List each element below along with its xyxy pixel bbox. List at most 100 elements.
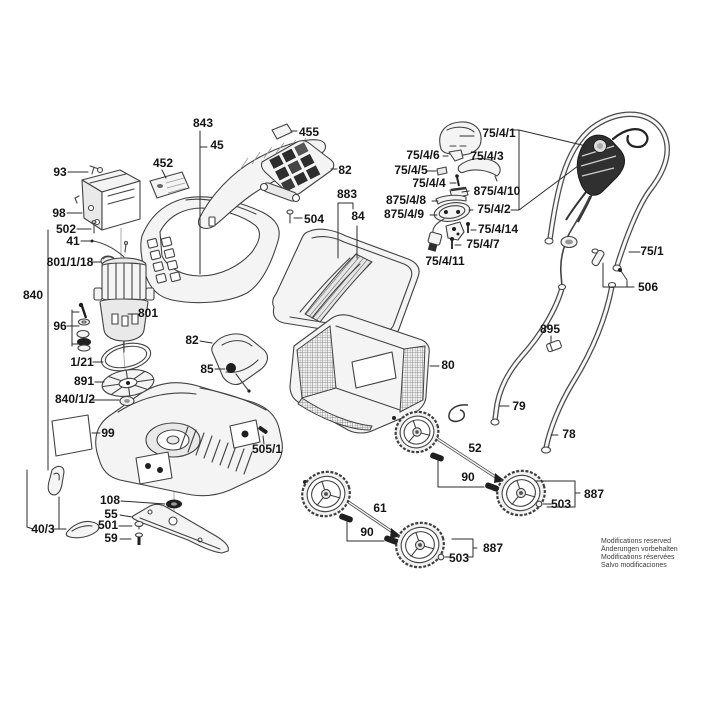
footer-line-4: Salvo modificaciones [601, 562, 667, 569]
switch-cover-82-drawing [259, 140, 335, 203]
lower-tube-79-drawing [490, 283, 567, 426]
motor-parts-96-drawing [76, 302, 91, 352]
callout-99: 99 [101, 426, 115, 440]
clamp-895-icon [546, 339, 562, 353]
screw-93-icon [89, 165, 104, 175]
callout-883: 883 [337, 187, 357, 201]
motor-drawing [93, 257, 155, 353]
callout-98: 98 [52, 206, 66, 220]
wheel-rear-right-drawing [496, 469, 546, 517]
cable-41-drawing [90, 239, 129, 258]
footer-line-2: Änderungen vorbehalten [601, 545, 678, 553]
callout-505-1: 505/1 [252, 442, 282, 456]
callout-41: 41 [66, 234, 80, 248]
callout-75-4-4: 75/4/4 [412, 176, 446, 190]
callout-84: 84 [351, 209, 365, 223]
callout-452: 452 [153, 156, 173, 170]
cap-503-icons [437, 500, 543, 561]
fan-891-drawing [101, 369, 155, 397]
callout-502: 502 [56, 222, 76, 236]
callout-504: 504 [304, 212, 324, 226]
screw-504-icon [286, 209, 294, 224]
callout-82-flap: 82 [185, 333, 199, 347]
switch-housing-drawing [565, 134, 625, 223]
label-455-drawing [271, 123, 293, 140]
upper-console-drawing [140, 196, 280, 304]
callout-891: 891 [74, 374, 94, 388]
leader-lines [26, 129, 641, 558]
lower-tube-78-drawing [540, 281, 617, 454]
callout-45: 45 [210, 138, 224, 152]
washer-108-icon [166, 499, 182, 509]
callout-55: 55 [104, 507, 118, 521]
callout-875-4-9: 875/4/9 [384, 207, 424, 221]
ferrule-506-icon [591, 248, 628, 281]
callout-85: 85 [200, 362, 214, 376]
badge-452-drawing [149, 171, 190, 199]
plate-99-drawing [51, 414, 93, 457]
callout-801-1-18: 801/1/18 [47, 255, 94, 269]
callout-59: 59 [104, 531, 118, 545]
cable-hook-drawing [448, 404, 469, 423]
deck-screw-dot [392, 416, 396, 420]
callout-801: 801 [138, 306, 158, 320]
callout-96: 96 [53, 319, 67, 333]
callout-75-4-1: 75/4/1 [482, 126, 516, 140]
grassbox-cover-drawing [272, 228, 420, 340]
footer-line-3: Modifications réservées [601, 554, 675, 561]
callout-90-front: 90 [360, 525, 374, 539]
blade-drawing [131, 503, 229, 554]
pin-85-icon [226, 363, 251, 393]
footer-note: Modifications reserved Änderungen vorbeh… [601, 538, 678, 569]
cable-grommet-icon [560, 235, 578, 249]
deflector-40-3-drawing [47, 465, 100, 539]
callout-82-switch-cover: 82 [338, 163, 352, 177]
callout-887-rear: 887 [584, 487, 604, 501]
bolt-59-icon [134, 532, 144, 545]
callout-503-rear: 503 [551, 497, 571, 511]
callout-875-4-8: 875/4/8 [386, 193, 426, 207]
switch-module-75-4-drawing [427, 121, 501, 252]
callout-75-4-5: 75/4/5 [394, 163, 428, 177]
callout-503-front: 503 [449, 551, 469, 565]
callout-52: 52 [468, 441, 482, 455]
callout-61: 61 [373, 501, 387, 515]
screw-505-1-icon [258, 426, 268, 434]
callout-455: 455 [299, 125, 319, 139]
mower-deck-drawing [95, 382, 283, 497]
callout-75-1: 75/1 [640, 244, 664, 258]
callout-840-1-2: 840/1/2 [55, 392, 95, 406]
wheel-front-left-drawing [301, 470, 351, 518]
callout-501: 501 [98, 518, 118, 532]
callout-40-3: 40/3 [31, 522, 55, 536]
callout-1-21: 1/21 [70, 355, 94, 369]
screw-502-icon [91, 220, 97, 234]
callout-75-4-11: 75/4/11 [425, 254, 465, 268]
callout-75-4-7: 75/4/7 [466, 237, 500, 251]
callout-895: 895 [540, 322, 560, 336]
upper-handle-75-1-drawing [544, 111, 670, 272]
grassbox-body-drawing [289, 314, 430, 434]
callout-75-4-14: 75/4/14 [478, 222, 518, 236]
callout-78: 78 [562, 427, 576, 441]
footer-line-1: Modifications reserved [601, 538, 671, 545]
callout-90-rear: 90 [461, 470, 475, 484]
callout-843: 843 [193, 116, 213, 130]
callout-93: 93 [53, 165, 67, 179]
callout-840: 840 [23, 288, 43, 302]
wheel-front-right-drawing [395, 521, 445, 569]
wheel-rear-left-drawing [394, 410, 440, 454]
callout-75-4-3: 75/4/3 [470, 149, 504, 163]
callout-75-4-6: 75/4/6 [406, 148, 440, 162]
switchbox-drawing [74, 169, 141, 231]
callout-875-4-10: 875/4/10 [474, 184, 521, 198]
callout-75-4-2: 75/4/2 [477, 202, 511, 216]
discharge-flap-82-drawing [211, 333, 269, 386]
callout-108: 108 [100, 493, 120, 507]
callout-887-front: 887 [483, 541, 503, 555]
washer-501-icon [134, 520, 144, 530]
callout-80: 80 [441, 358, 455, 372]
bolt-90-icons [339, 452, 499, 545]
